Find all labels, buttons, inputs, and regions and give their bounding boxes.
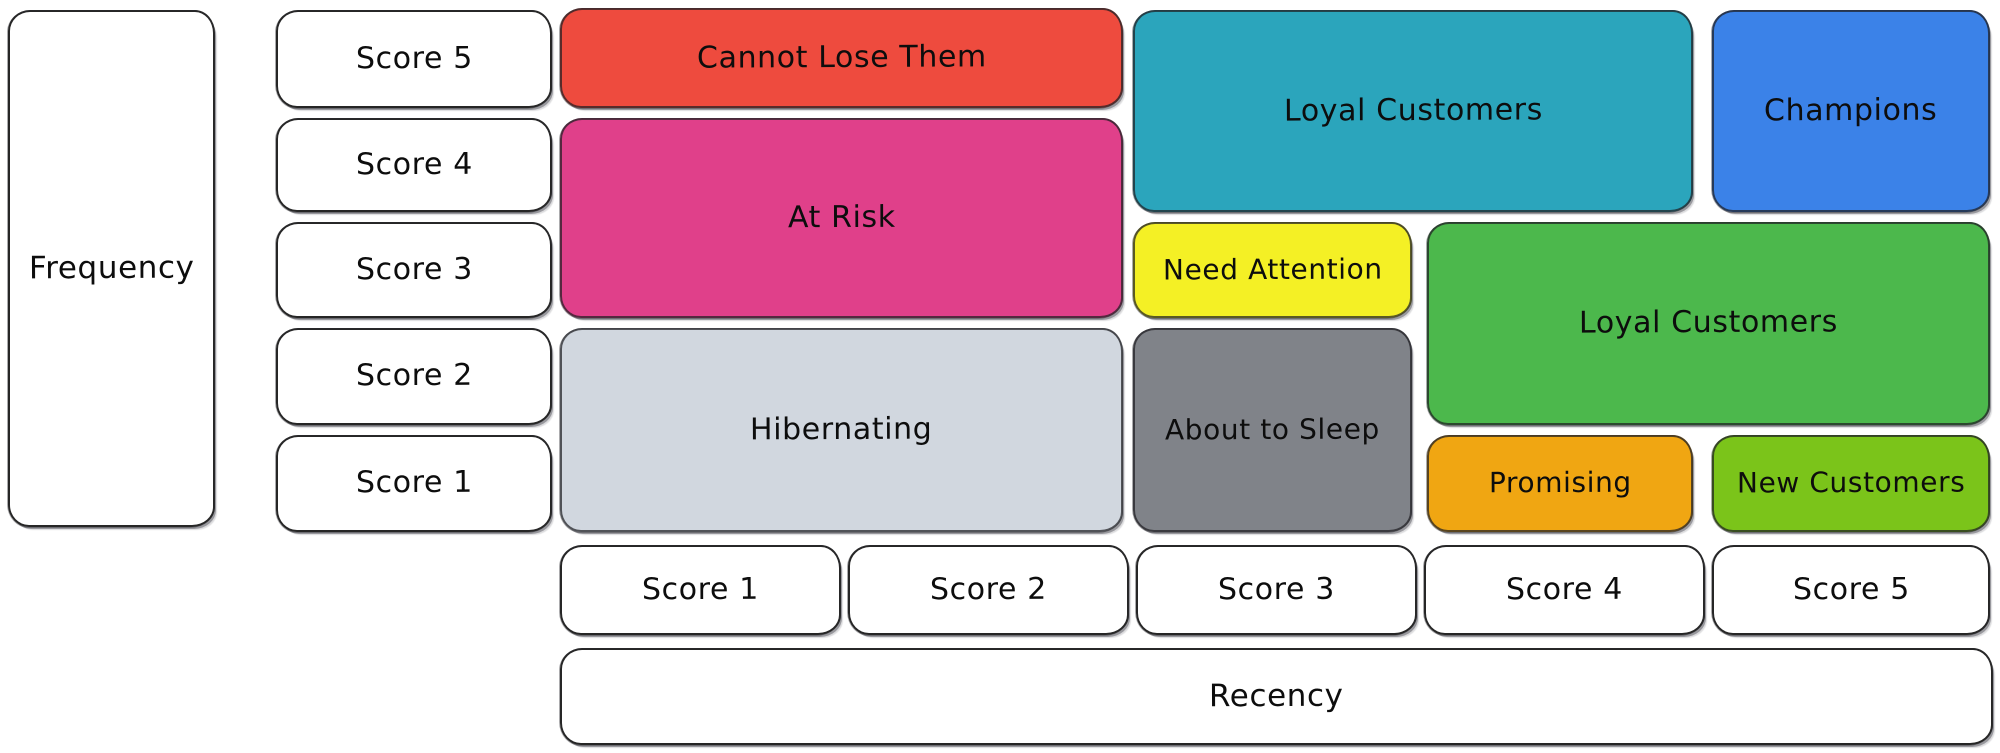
frequency-score-3-label: Score 3 — [355, 251, 473, 288]
segment-new-customers-label: New Customers — [1736, 465, 1966, 500]
segment-need-attention[interactable]: Need Attention — [1132, 222, 1412, 319]
segment-new-customers[interactable]: New Customers — [1711, 435, 1990, 533]
recency-axis-label: Recency — [1209, 677, 1344, 714]
recency-score-5-label: Score 5 — [1792, 571, 1910, 608]
segment-at-risk-label: At Risk — [787, 199, 896, 235]
segment-loyal-customers-teal-label: Loyal Customers — [1283, 92, 1543, 129]
frequency-score-5-cell[interactable]: Score 5 — [275, 10, 552, 109]
segment-loyal-customers-teal[interactable]: Loyal Customers — [1132, 10, 1693, 213]
segment-hibernating-label: Hibernating — [750, 411, 933, 448]
recency-score-1-cell[interactable]: Score 1 — [559, 545, 841, 636]
segment-cannot-lose-them[interactable]: Cannot Lose Them — [559, 8, 1123, 109]
frequency-score-5-label: Score 5 — [355, 40, 473, 77]
segment-champions[interactable]: Champions — [1711, 10, 1990, 213]
segment-promising[interactable]: Promising — [1426, 435, 1693, 533]
frequency-score-4-label: Score 4 — [355, 146, 473, 183]
segment-champions-label: Champions — [1764, 92, 1938, 129]
segment-about-to-sleep[interactable]: About to Sleep — [1132, 328, 1412, 533]
segment-loyal-customers-green[interactable]: Loyal Customers — [1426, 222, 1990, 426]
segment-hibernating[interactable]: Hibernating — [559, 328, 1123, 533]
segment-cannot-lose-them-label: Cannot Lose Them — [696, 39, 987, 76]
frequency-score-2-cell[interactable]: Score 2 — [275, 328, 552, 426]
recency-score-5-cell[interactable]: Score 5 — [1711, 545, 1990, 636]
segment-about-to-sleep-label: About to Sleep — [1164, 412, 1381, 447]
recency-score-4-cell[interactable]: Score 4 — [1423, 545, 1705, 636]
recency-score-4-label: Score 4 — [1505, 571, 1623, 608]
frequency-score-1-label: Score 1 — [355, 464, 473, 501]
frequency-score-3-cell[interactable]: Score 3 — [275, 222, 552, 319]
segment-at-risk[interactable]: At Risk — [559, 118, 1123, 319]
recency-score-3-cell[interactable]: Score 3 — [1135, 545, 1417, 636]
recency-score-2-label: Score 2 — [929, 571, 1047, 608]
recency-axis-label-box: Recency — [559, 648, 1993, 746]
frequency-score-1-cell[interactable]: Score 1 — [275, 435, 552, 533]
frequency-score-2-label: Score 2 — [355, 357, 473, 394]
recency-score-2-cell[interactable]: Score 2 — [847, 545, 1129, 636]
recency-score-3-label: Score 3 — [1217, 571, 1335, 608]
segment-need-attention-label: Need Attention — [1162, 252, 1383, 287]
frequency-score-4-cell[interactable]: Score 4 — [275, 118, 552, 213]
frequency-axis-label: Frequency — [28, 249, 195, 287]
segment-loyal-customers-green-label: Loyal Customers — [1578, 304, 1839, 341]
segment-promising-label: Promising — [1488, 466, 1632, 500]
recency-score-1-label: Score 1 — [641, 571, 759, 608]
frequency-axis-label-box: Frequency — [7, 10, 215, 528]
